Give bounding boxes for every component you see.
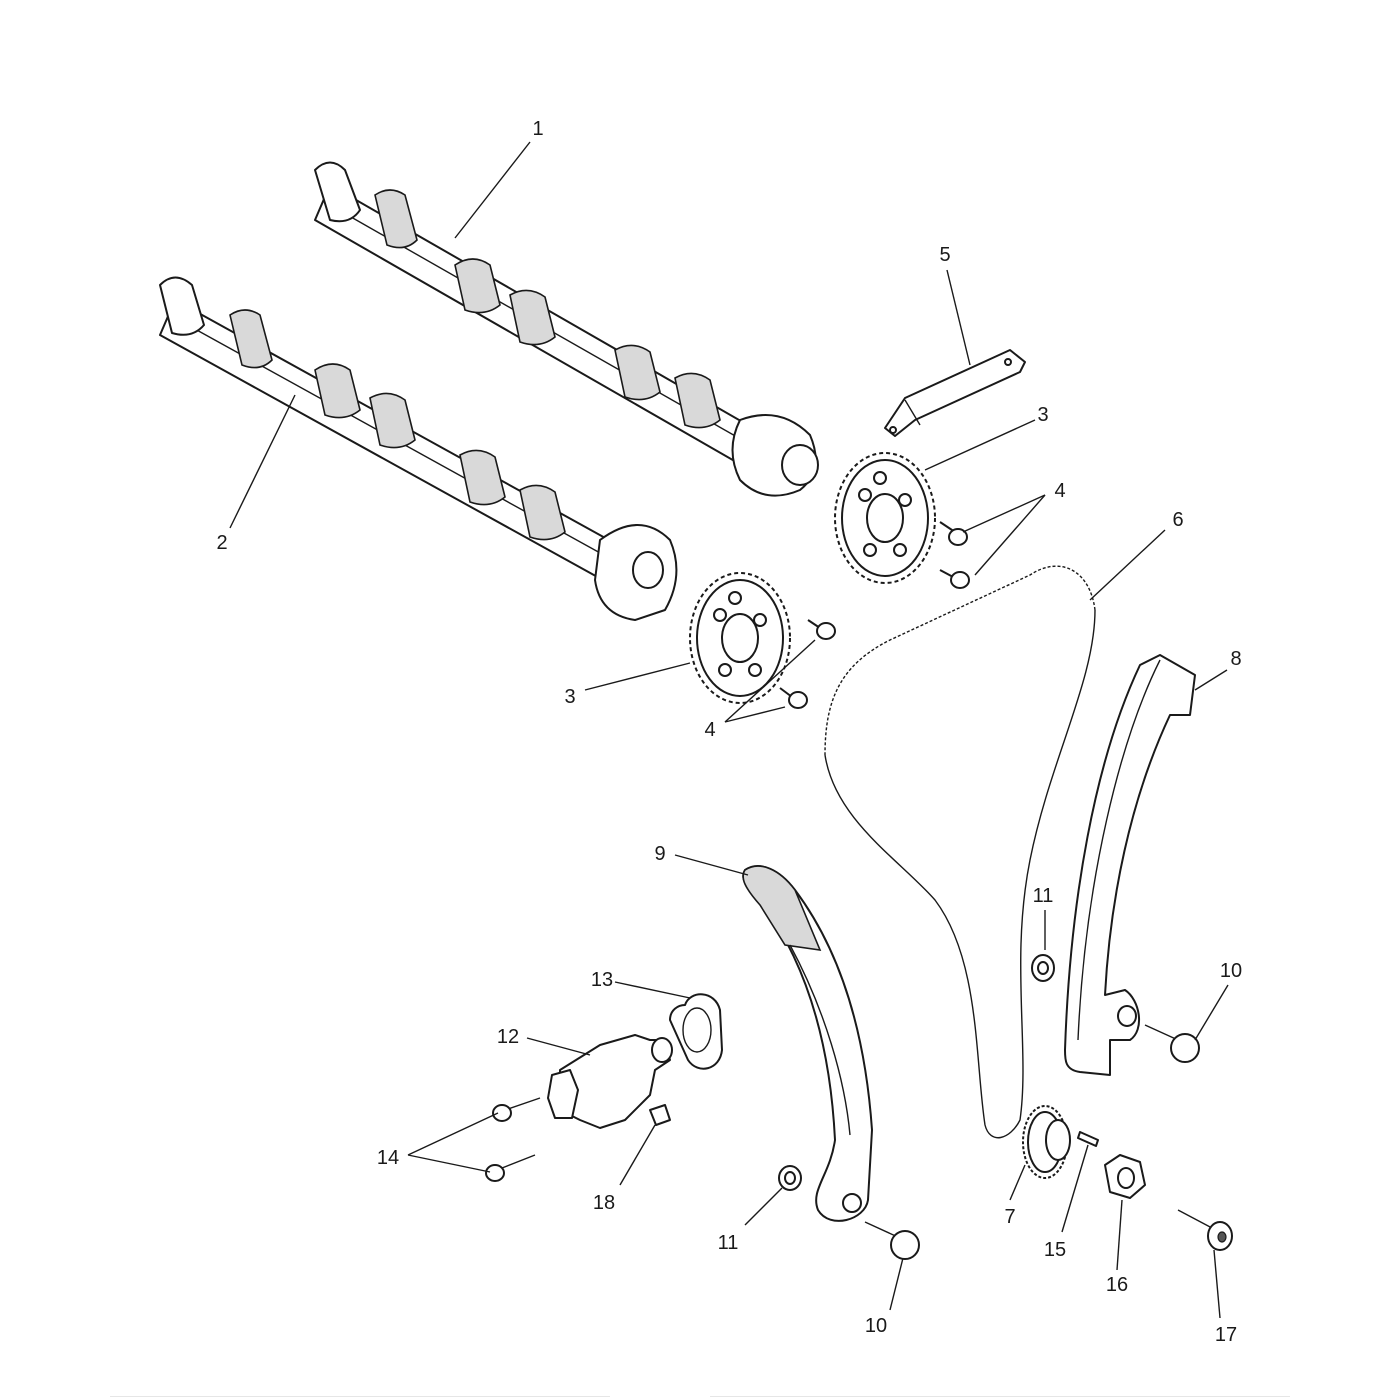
- callout-7: 7: [1004, 1206, 1015, 1228]
- bracket[interactable]: [884, 349, 1026, 437]
- tensioner-bolt-2[interactable]: [485, 1154, 536, 1182]
- sprocket-bolt-upper-1[interactable]: [939, 521, 968, 546]
- callout-18: 18: [593, 1192, 615, 1214]
- woodruff-key[interactable]: [1077, 1131, 1099, 1147]
- camshaft-intake[interactable]: [159, 276, 678, 621]
- crank-nut[interactable]: [1104, 1154, 1146, 1199]
- chain-guide-fixed[interactable]: [1064, 654, 1196, 1076]
- bottom-divider-left: [110, 1396, 610, 1397]
- sprocket-bolt-lower-1[interactable]: [807, 619, 836, 640]
- guide-washer-left[interactable]: [778, 1165, 802, 1191]
- callout-12: 12: [497, 1026, 519, 1048]
- guide-bolt-left[interactable]: [864, 1221, 920, 1260]
- callout-14: 14: [377, 1147, 399, 1169]
- camshaft-sprocket-lower[interactable]: [689, 572, 791, 704]
- tensioner-pin[interactable]: [649, 1104, 671, 1126]
- crankshaft-sprocket[interactable]: [1022, 1105, 1071, 1179]
- callout-11a: 11: [1033, 885, 1054, 907]
- guide-washer-right[interactable]: [1031, 954, 1055, 982]
- bottom-divider-right: [710, 1396, 1290, 1397]
- callout-2: 2: [216, 532, 227, 554]
- camshaft-sprocket-upper[interactable]: [834, 452, 936, 584]
- crank-bolt[interactable]: [1177, 1209, 1233, 1251]
- callout-11b: 11: [718, 1232, 739, 1254]
- tensioner-bolt-1[interactable]: [492, 1097, 541, 1122]
- tensioner-gasket[interactable]: [669, 993, 723, 1070]
- callout-16: 16: [1106, 1274, 1128, 1296]
- callout-13: 13: [591, 969, 613, 991]
- callout-1: 1: [532, 118, 543, 140]
- callout-17: 17: [1215, 1324, 1237, 1346]
- sprocket-bolt-upper-2[interactable]: [939, 569, 970, 589]
- guide-bolt-right[interactable]: [1144, 1024, 1200, 1063]
- callout-8: 8: [1230, 648, 1241, 670]
- callout-4b: 4: [704, 719, 715, 741]
- callout-3b: 3: [564, 686, 575, 708]
- callout-labels: 1 2 3 3 4 4 5 6 7 8 9 10 10 11 11 12 13 …: [216, 118, 1242, 1346]
- callout-6: 6: [1172, 509, 1183, 531]
- callout-15: 15: [1044, 1239, 1066, 1261]
- timing-chain[interactable]: [824, 565, 1096, 1139]
- callout-5: 5: [939, 244, 950, 266]
- callout-9: 9: [654, 843, 665, 865]
- callout-10a: 10: [1220, 960, 1242, 982]
- sprocket-bolt-lower-2[interactable]: [779, 687, 808, 709]
- leader-lines: [229, 141, 1229, 1319]
- chain-tensioner-blade[interactable]: [742, 865, 873, 1222]
- chain-tensioner-assembly[interactable]: [547, 1034, 673, 1129]
- callout-3a: 3: [1037, 404, 1048, 426]
- callout-4a: 4: [1054, 480, 1065, 502]
- callout-10b: 10: [865, 1315, 887, 1337]
- camshaft-exhaust[interactable]: [314, 161, 819, 497]
